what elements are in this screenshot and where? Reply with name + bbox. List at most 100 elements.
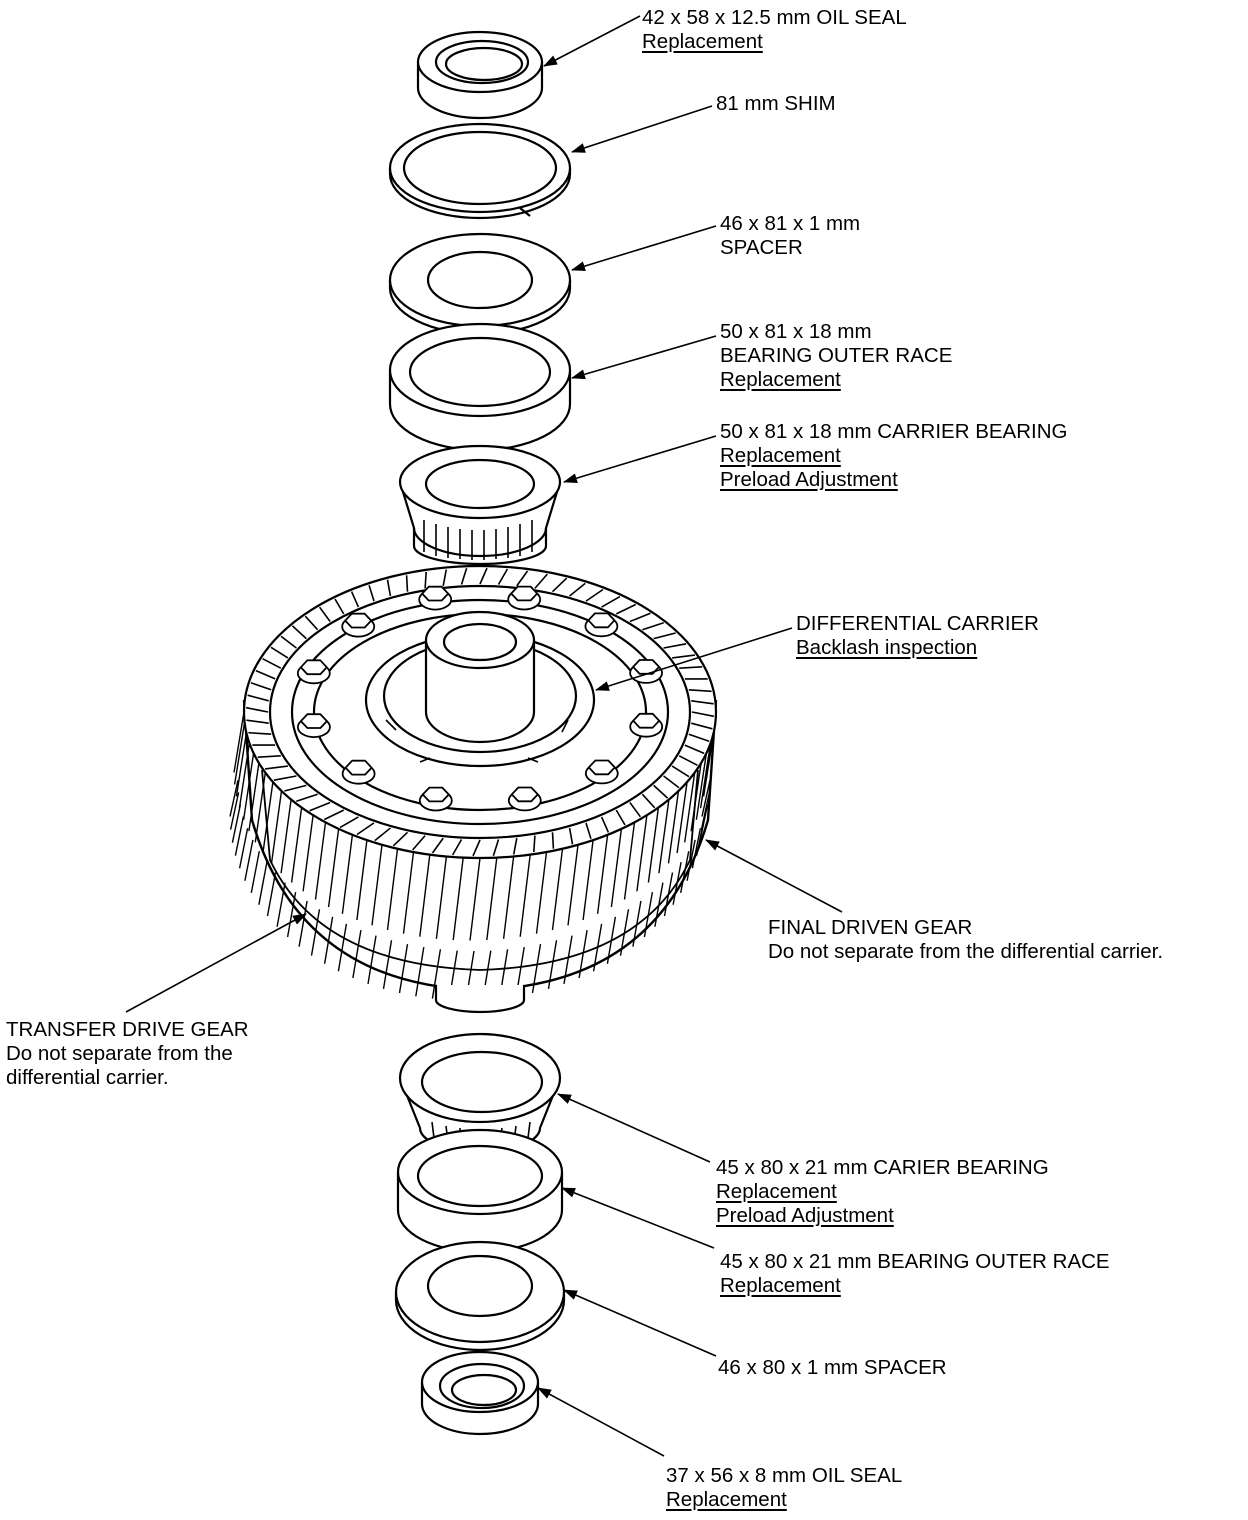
leader-differential-carrier (595, 627, 793, 691)
gear-tooth-side (699, 742, 712, 809)
final-driven-gear-note: Do not separate from the differential ca… (768, 940, 1164, 963)
gear-tooth-side (270, 790, 283, 864)
gear-tooth-top (533, 835, 536, 853)
label-shim: 81 mm SHIM (716, 92, 836, 116)
gear-tooth-side (469, 857, 481, 941)
gear-tooth-top (585, 588, 604, 602)
outer-race-bottom-part (396, 1128, 564, 1254)
carrier-bearing-top-note2: Preload Adjustment (720, 468, 898, 491)
oil-seal-bottom-name: 37 x 56 x 8 mm OIL SEAL (666, 1464, 903, 1487)
gear-tooth-side-lower (258, 861, 268, 905)
gear-tooth-top (663, 643, 687, 649)
gear-tooth-top (248, 731, 272, 735)
gear-tooth-top (412, 835, 426, 851)
gear-tooth-side (419, 854, 431, 937)
gear-tooth-top (424, 571, 427, 589)
gear-tooth-side-lower (266, 872, 277, 917)
gear-tooth-top (460, 567, 468, 585)
leader-outer-race-top (571, 335, 717, 380)
spacer-bottom-name: 46 x 80 x 1 mm SPACER (718, 1356, 947, 1379)
leader-spacer-bottom (563, 1289, 717, 1357)
gear-tooth-side-lower (701, 780, 711, 817)
gear-tooth-side-lower (229, 792, 240, 830)
oil-seal-bottom-part (420, 1350, 540, 1436)
gear-tooth-top (551, 832, 555, 849)
label-carrier-bearing-top: 50 x 81 x 18 mm CARRIER BEARING Replacem… (720, 420, 1067, 492)
gear-tooth-side (647, 807, 660, 883)
gear-tooth-side-lower (654, 882, 664, 927)
gear-tooth-side-lower (531, 943, 542, 994)
oil-seal-top-note: Replacement (642, 30, 763, 53)
bolt-head (629, 659, 663, 684)
gear-tooth-side (327, 828, 340, 908)
bolt-head (629, 712, 664, 738)
carrier-bearing-top-part (398, 444, 562, 566)
transfer-drive-gear-note2: differential carrier. (6, 1066, 169, 1089)
gear-tooth-side (280, 799, 292, 874)
gear-tooth-side-lower (234, 816, 245, 856)
gear-tooth-top (296, 793, 318, 802)
spacer-top-line1: 46 x 81 x 1 mm (720, 212, 861, 235)
gear-tooth-side (486, 857, 498, 941)
transfer-drive-gear-name: TRANSFER DRIVE GEAR (6, 1018, 249, 1041)
gear-tooth-top (534, 573, 548, 589)
gear-tooth-side-lower (563, 935, 573, 985)
gear-tooth-top (318, 606, 331, 622)
gear-tooth-top (568, 827, 574, 845)
gear-tooth-side (235, 732, 248, 797)
gear-tooth-side (242, 752, 255, 820)
gear-tooth-side-lower (231, 804, 242, 843)
gear-tooth-top (270, 646, 289, 659)
bolt-head (296, 713, 331, 738)
gear-tooth-top (671, 765, 690, 778)
gear-tooth-side (233, 711, 245, 773)
gear-tooth-top (304, 615, 319, 631)
gear-tooth-top (569, 582, 586, 597)
gear-tooth-top (405, 575, 409, 592)
outer-race-top-line2: BEARING OUTER RACE (720, 344, 953, 367)
carrier-stub-part (434, 985, 526, 1014)
gear-tooth-side (695, 752, 708, 820)
gear-tooth-top (492, 839, 500, 857)
label-spacer-bottom: 46 x 80 x 1 mm SPACER (718, 1356, 947, 1380)
gear-tooth-top (641, 793, 656, 809)
gear-tooth-side-lower (578, 929, 588, 979)
gear-tooth-side-lower (367, 935, 377, 985)
outer-race-top-note: Replacement (720, 368, 841, 391)
leader-lines (125, 15, 843, 1457)
gear-tooth-side-lower (672, 861, 682, 905)
bolt-head (418, 585, 453, 611)
gear-tooth-top (629, 802, 642, 818)
gear-tooth-top (386, 579, 392, 597)
gear-tooth-top (291, 625, 307, 640)
gear-tooth-top (690, 722, 713, 730)
gear-tooth-side-lower (337, 923, 348, 972)
gear-tooth-side (610, 828, 623, 908)
gear-tooth-side (254, 772, 266, 843)
gear-tooth-top (257, 755, 281, 758)
gear-tooth-top (255, 669, 276, 680)
gear-tooth-top (350, 591, 360, 608)
carrier-bearing-top-note1: Replacement (720, 444, 841, 467)
gear-tooth-top (472, 839, 481, 857)
gear-tooth-top (688, 733, 710, 742)
gear-tooth-side-lower (606, 916, 617, 964)
differential-carrier-name: DIFFERENTIAL CARRIER (796, 612, 1039, 635)
gear-tooth-side-lower (238, 828, 249, 869)
gear-tooth-side (596, 834, 609, 914)
bolt-head (507, 786, 542, 812)
gear-tooth-side-lower (680, 851, 690, 894)
gear-tooth-side (314, 822, 327, 900)
gear-tooth-top (280, 635, 297, 649)
gear-tooth-side-lower (229, 780, 239, 817)
gear-tooth-side-lower (592, 923, 603, 972)
bolt-head (584, 759, 619, 785)
gear-tooth-side (386, 848, 399, 930)
gear-tooth-side (341, 834, 354, 914)
gear-tooth-top (551, 577, 568, 593)
gear-tooth-top (309, 801, 331, 812)
gear-tooth-top (245, 706, 269, 713)
gear-tooth-side-lower (276, 882, 286, 927)
leader-outer-race-bottom (561, 1187, 715, 1249)
